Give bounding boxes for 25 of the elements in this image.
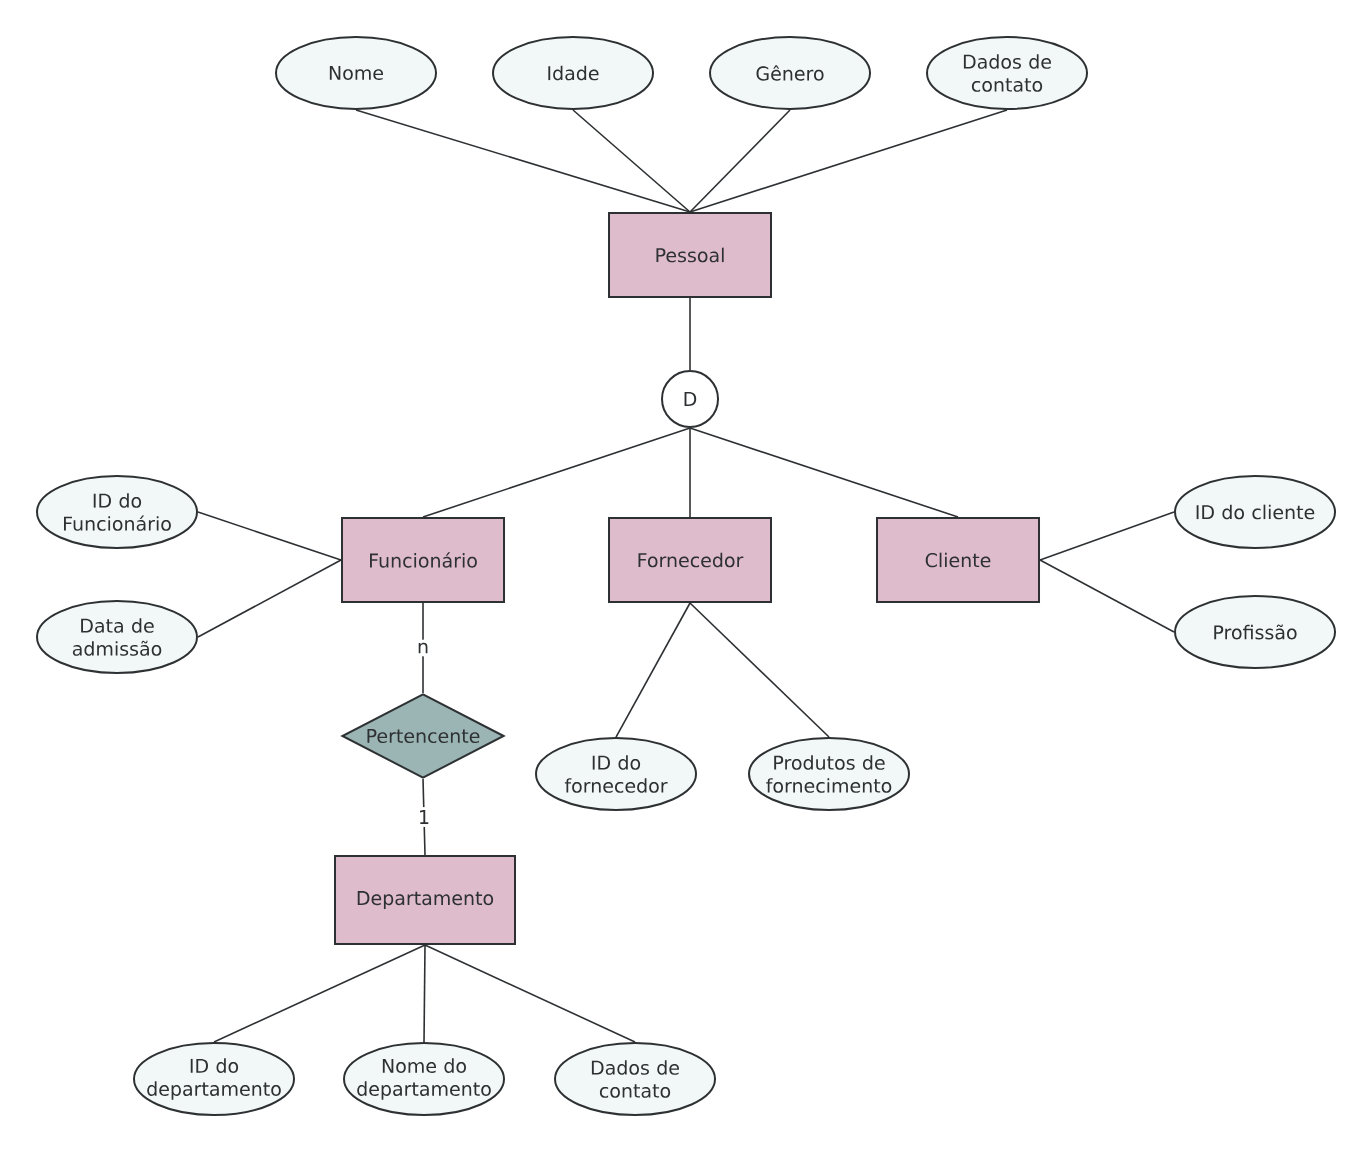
connector-line <box>615 602 691 738</box>
edge-label: 1 <box>414 807 434 827</box>
connector-line <box>689 297 691 371</box>
connector-line <box>689 427 691 518</box>
connector-line <box>689 109 791 213</box>
connector-line <box>197 559 342 638</box>
connector-line <box>1039 559 1175 633</box>
connector-line <box>197 511 342 561</box>
connector-line <box>689 602 830 738</box>
entity-box: Departamento <box>334 855 516 945</box>
entity-box: Pessoal <box>608 212 772 298</box>
connector-line <box>572 109 691 213</box>
entity-box: Cliente <box>876 517 1040 603</box>
connector-line <box>423 944 426 1043</box>
edge-label: n <box>414 639 433 657</box>
connector-line <box>1039 511 1175 561</box>
connector-line <box>689 427 959 518</box>
entity-box: Fornecedor <box>608 517 772 603</box>
connector-line <box>355 109 691 213</box>
entity-box: Funcionário <box>341 517 505 603</box>
connector-line <box>422 427 691 518</box>
connector-line <box>689 109 1008 213</box>
connector-line <box>422 602 424 694</box>
connector-line <box>213 944 426 1043</box>
connector-line <box>424 944 636 1043</box>
